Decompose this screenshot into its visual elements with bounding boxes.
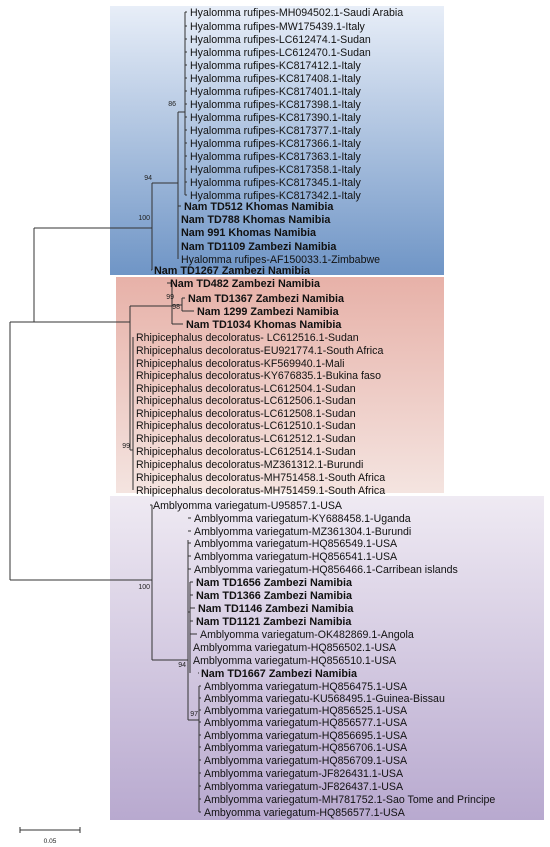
leaf-label: Hyalomma rufipes-MH094502.1-Saudi Arabia	[190, 7, 403, 19]
bootstrap-rhip-top: 99	[166, 294, 174, 301]
leaf-label: Nam TD1146 Zambezi Namibia	[198, 603, 354, 615]
leaf-label: Rhipicephalus decoloratus-LC612514.1-Sud…	[136, 446, 356, 458]
leaf-label: Amblyomma variegatum-HQ856525.1-USA	[204, 705, 408, 717]
leaf-label: Amblyomma variegatum-JF826437.1-USA	[204, 781, 404, 793]
bootstrap-rhip-inner: 98	[172, 304, 180, 311]
leaf-label: Amblyomma variegatum-HQ856706.1-USA	[204, 742, 408, 754]
bootstrap-hyalomma-root: 100	[138, 215, 150, 222]
leaf-label: Nam TD1267 Zambezi Namibia	[154, 265, 311, 277]
leaf-label: Nam TD1109 Zambezi Namibia	[181, 241, 337, 253]
leaf-label: Rhipicephalus decoloratus- LC612516.1-Su…	[136, 332, 359, 344]
bootstrap-hyalomma-inner: 86	[168, 101, 176, 108]
leaf-label: Rhipicephalus decoloratus-LC612504.1-Sud…	[136, 383, 356, 395]
leaf-label: Amblyomma variegatum-HQ856502.1-USA	[193, 642, 397, 654]
leaf-label: Amblyomma variegatum-HQ856475.1-USA	[204, 681, 408, 693]
bootstrap-hyalomma-group: 94	[144, 175, 152, 182]
leaf-label: Amblyomma variegatum-HQ856695.1-USA	[204, 730, 408, 742]
leaf-label: Nam TD512 Khomas Namibia	[184, 201, 334, 213]
leaf-label: Amblyomma variegatum-HQ856541.1-USA	[194, 551, 398, 563]
leaf-label: Rhipicephalus decoloratus-MH751459.1-Sou…	[136, 485, 385, 497]
bootstrap-ambly-inner: 94	[178, 662, 186, 669]
leaf-label: Amblyomma variegatum-MH781752.1-Sao Tome…	[204, 794, 495, 806]
clade-box-amblyomma	[110, 496, 544, 820]
leaf-label: Amblyomma variegatum-HQ856549.1-USA	[194, 538, 398, 550]
leaf-label: Nam TD788 Khomas Namibia	[181, 214, 331, 226]
leaf-label: Rhipicephalus decoloratus-EU921774.1-Sou…	[136, 345, 383, 357]
leaf-label: Nam TD1656 Zambezi Namibia	[196, 577, 353, 589]
leaf-label: Hyalomma rufipes-KC817363.1-Italy	[190, 151, 361, 163]
leaf-label: Amblyomma variegatum-HQ856466.1-Carribea…	[194, 564, 458, 576]
scale-bar: 0.05	[19, 827, 81, 845]
leaf-label: Rhipicephalus decoloratus-MH751458.1-Sou…	[136, 472, 385, 484]
clade-box-rhipicephalus	[116, 277, 444, 493]
leaf-labels: Hyalomma rufipes-MH094502.1-Saudi Arabia…	[136, 7, 495, 819]
bootstrap-values: 86 94 100 99 98 99 100 94 97	[122, 101, 198, 718]
leaf-label: Hyalomma rufipes-KC817366.1-Italy	[190, 138, 361, 150]
leaf-label: Amblyomma variegatum-KY688458.1-Uganda	[194, 513, 411, 525]
leaf-label: Rhipicephalus decoloratus-LC612506.1-Sud…	[136, 395, 356, 407]
leaf-label: Amblyomma variegatum-U95857.1-USA	[153, 500, 343, 512]
leaf-label: Rhipicephalus decoloratus-KY676835.1-Buk…	[136, 370, 381, 382]
leaf-label: Hyalomma rufipes-LC612474.1-Sudan	[190, 34, 371, 46]
leaf-label: Nam TD1366 Zambezi Namibia	[196, 590, 353, 602]
scale-bar-label: 0.05	[44, 838, 57, 845]
leaf-label: Nam TD1667 Zambezi Namibia	[201, 668, 358, 680]
leaf-label: Hyalomma rufipes-KC817408.1-Italy	[190, 73, 361, 85]
leaf-label: Nam 1299 Zambezi Namibia	[197, 306, 340, 318]
leaf-label: Hyalomma rufipes-KC817345.1-Italy	[190, 177, 361, 189]
leaf-label: Amblyomma variegatum-JF826431.1-USA	[204, 768, 404, 780]
leaf-label: Rhipicephalus decoloratus-KF569940.1-Mal…	[136, 358, 344, 370]
leaf-label: Amblyomma variegatu-KU568495.1-Guinea-Bi…	[204, 693, 445, 705]
leaf-label: Hyalomma rufipes-KC817358.1-Italy	[190, 164, 361, 176]
leaf-label: Nam TD1034 Khomas Namibia	[186, 319, 342, 331]
leaf-label: Amblyomma variegatum-HQ856709.1-USA	[204, 755, 408, 767]
leaf-label: Nam TD1121 Zambezi Namibia	[196, 616, 352, 628]
leaf-label: Rhipicephalus decoloratus-LC612510.1-Sud…	[136, 420, 356, 432]
leaf-label: Ambyomma variegatum-HQ856577.1-USA	[204, 807, 406, 819]
leaf-label: Hyalomma rufipes-KC817412.1-Italy	[190, 60, 361, 72]
leaf-label: Amblyomma variegatum-OK482869.1-Angola	[200, 629, 414, 641]
leaf-label: Nam TD482 Zambezi Namibia	[170, 278, 321, 290]
leaf-label: Nam TD1367 Zambezi Namibia	[188, 293, 345, 305]
leaf-label: Rhipicephalus decoloratus-LC612512.1-Sud…	[136, 433, 356, 445]
leaf-label: Amblyomma variegatum-HQ856577.1-USA	[204, 717, 408, 729]
leaf-label: Hyalomma rufipes-AF150033.1-Zimbabwe	[181, 254, 380, 266]
leaf-label: Amblyomma variegatum-MZ361304.1-Burundi	[194, 526, 411, 538]
tree-branches	[9, 11, 201, 813]
leaf-label: Hyalomma rufipes-KC817342.1-Italy	[190, 190, 361, 202]
leaf-label: Nam 991 Khomas Namibia	[181, 227, 317, 239]
leaf-label: Hyalomma rufipes-KC817401.1-Italy	[190, 86, 361, 98]
leaf-label: Amblyomma variegatum-HQ856510.1-USA	[193, 655, 397, 667]
leaf-label: Hyalomma rufipes-MW175439.1-Italy	[190, 21, 366, 33]
leaf-label: Rhipicephalus decoloratus-LC612508.1-Sud…	[136, 408, 356, 420]
leaf-label: Hyalomma rufipes-KC817377.1-Italy	[190, 125, 361, 137]
leaf-label: Hyalomma rufipes-LC612470.1-Sudan	[190, 47, 371, 59]
leaf-label: Hyalomma rufipes-KC817398.1-Italy	[190, 99, 361, 111]
bootstrap-rhip-lower: 99	[122, 443, 130, 450]
bootstrap-ambly-sub: 97	[190, 711, 198, 718]
bootstrap-ambly-root: 100	[138, 584, 150, 591]
leaf-label: Rhipicephalus decoloratus-MZ361312.1-Bur…	[136, 459, 363, 471]
clade-box-hyalomma	[110, 6, 444, 275]
leaf-label: Hyalomma rufipes-KC817390.1-Italy	[190, 112, 361, 124]
